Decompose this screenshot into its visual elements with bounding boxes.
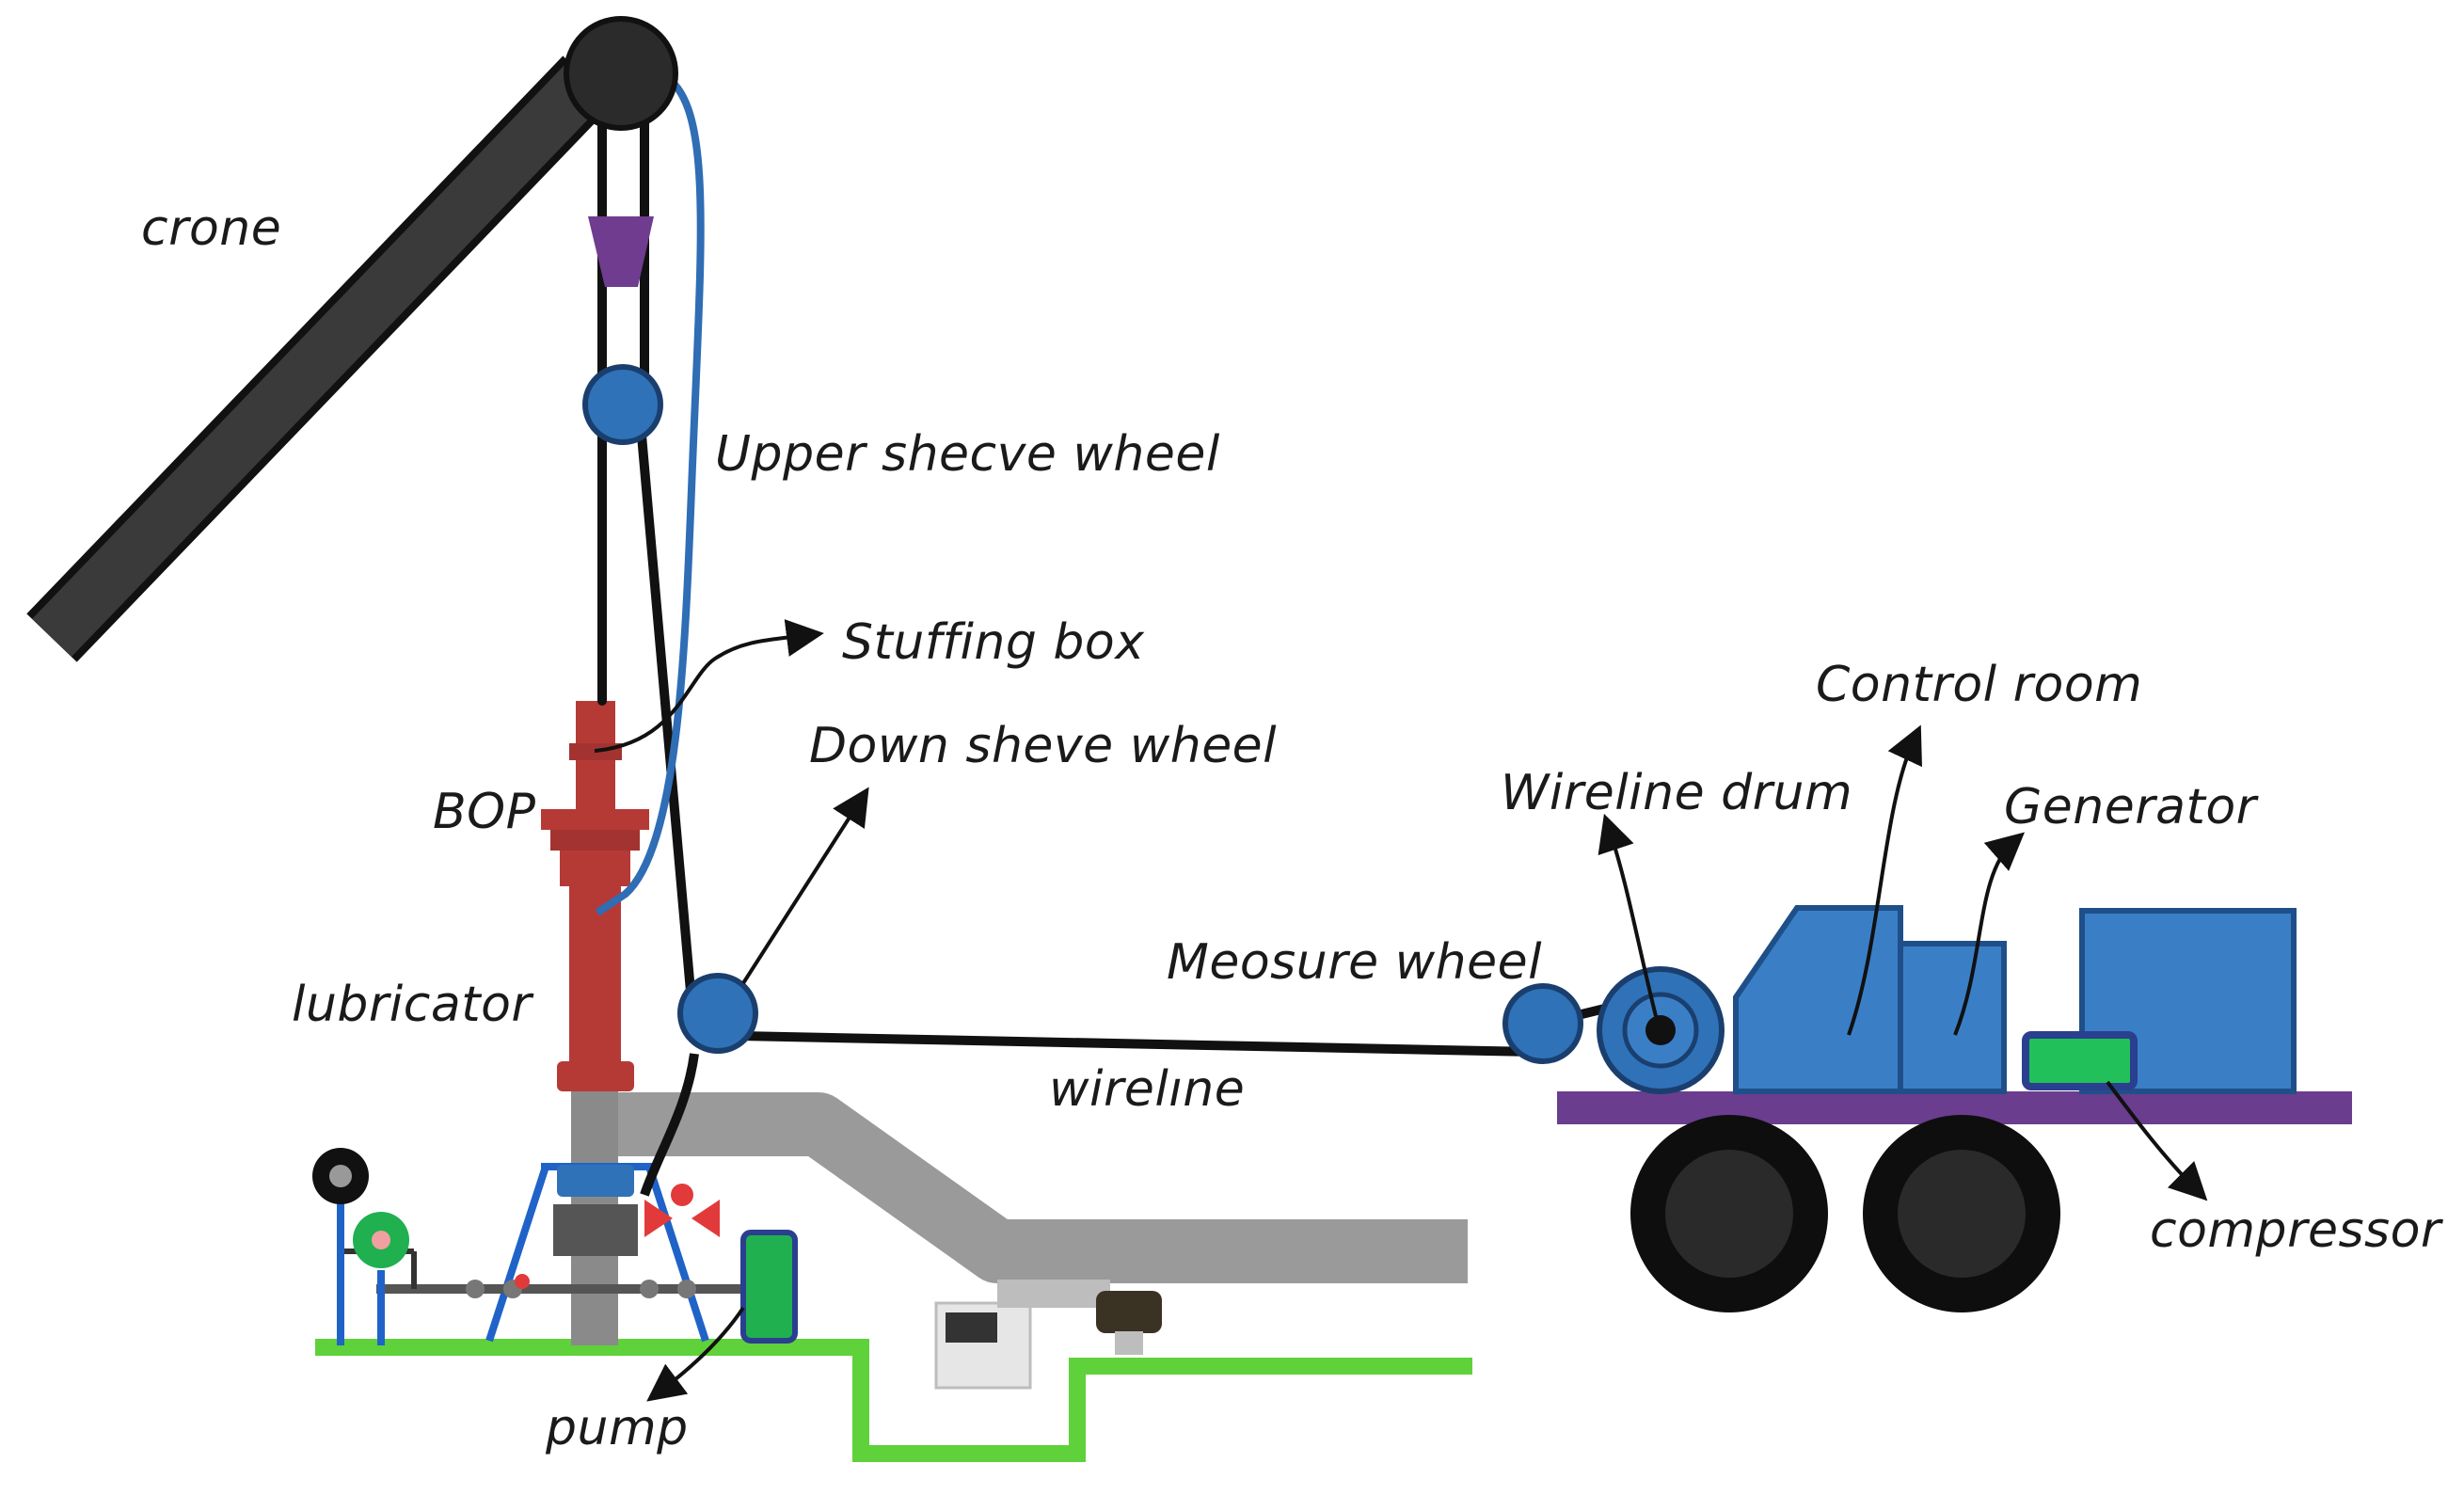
hydraulic-hose	[640, 1053, 699, 1197]
label-stuffing-box: Stuffing box	[842, 614, 1145, 671]
hook-weight	[588, 216, 654, 287]
control-room-arrow	[1847, 724, 1922, 1036]
truck-wheel-icon	[1630, 1115, 1828, 1312]
flow-gauge-icon	[353, 1212, 409, 1345]
label-pump: pump	[545, 1400, 689, 1456]
label-control-room: Control room	[1816, 657, 2142, 713]
label-wireline-drum: Wireline drum	[1501, 765, 1852, 821]
label-measure-wheel: Meosure wheеl	[1167, 934, 1542, 991]
compressor-box	[2022, 1031, 2138, 1090]
pressure-gauge-icon	[312, 1148, 369, 1345]
wellhead-block	[553, 1204, 638, 1256]
label-wireline: wirelıne	[1049, 1061, 1245, 1118]
generator-arrow	[1953, 832, 2026, 1036]
label-upper-sheave-wheel: Upper shecve wheel	[715, 426, 1220, 483]
label-lubricator: lubricator	[292, 977, 534, 1033]
control-hose	[595, 72, 705, 916]
pipe-support	[934, 1280, 1162, 1390]
wireline-drum-arrow	[1598, 813, 1658, 1017]
label-crane: crone	[141, 200, 281, 257]
pump-arrow	[646, 1306, 745, 1402]
control-room-box	[1733, 905, 1903, 1094]
pump-body	[740, 1230, 798, 1344]
compressor-arrow	[2106, 1080, 2208, 1201]
lubricator	[557, 884, 634, 1091]
crane-top-pulley	[564, 16, 678, 131]
generator-box	[1898, 941, 2007, 1094]
wireline-cable	[597, 66, 1656, 1057]
upper-sheave-wheel	[582, 364, 663, 445]
stuffing-box	[569, 701, 622, 809]
valve-icon	[644, 1184, 720, 1237]
stuffing-box-arrow	[594, 619, 824, 753]
bop-stack	[541, 809, 649, 886]
label-generator: Generator	[2004, 779, 2260, 835]
label-compressor: compressor	[2150, 1202, 2444, 1259]
surface-pipeline	[612, 1092, 1468, 1283]
wireline-drum	[1597, 966, 1725, 1094]
wellhead-clamp	[557, 1165, 634, 1197]
down-sheave-wheel	[677, 973, 758, 1054]
truck-wheel-icon	[1863, 1115, 2060, 1312]
down-sheave-arrow	[741, 787, 869, 985]
measure-wheel	[1502, 983, 1583, 1064]
label-bop: BOP	[433, 784, 536, 840]
label-down-sheave-wheel: Down sheve wheel	[809, 718, 1277, 774]
ground-line	[315, 1339, 1472, 1462]
